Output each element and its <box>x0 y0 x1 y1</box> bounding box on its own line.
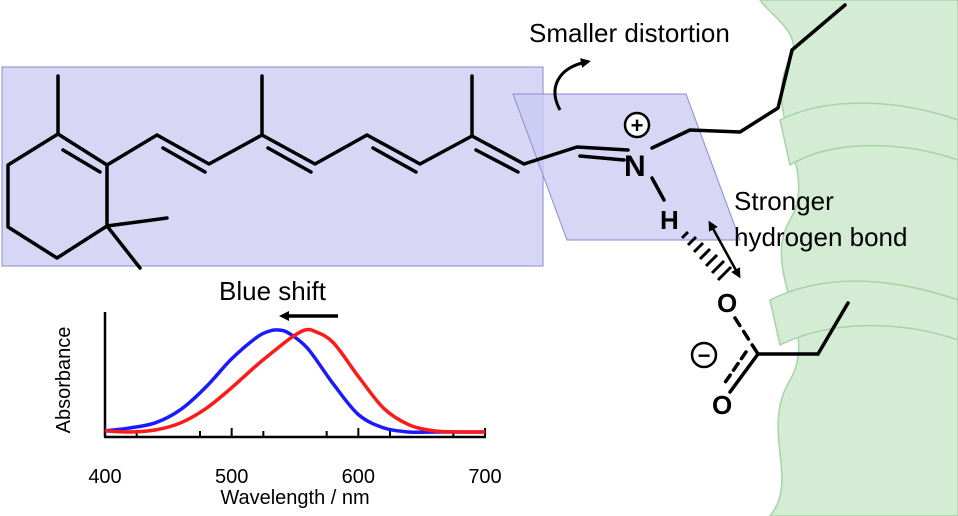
twist-curved-arrow <box>553 58 591 111</box>
hydrogen-bond-label: hydrogen bond <box>734 222 907 252</box>
chain-plane <box>1 66 544 267</box>
stronger-label: Stronger <box>734 186 834 216</box>
x-tick-label: 700 <box>468 466 501 488</box>
svg-text:−: − <box>698 343 711 368</box>
blue-shift-label: Blue shift <box>219 276 327 306</box>
negative-charge: − <box>690 341 718 369</box>
x-tick-label: 600 <box>342 466 375 488</box>
hbond-double-arrow <box>708 220 741 279</box>
positive-charge: + <box>623 111 651 139</box>
x-tick-label: 400 <box>88 466 121 488</box>
oxygen-top-label: O <box>717 288 737 318</box>
carboxylate <box>722 301 850 394</box>
smaller-distortion-label: Smaller distortion <box>529 18 730 48</box>
x-tick-label: 500 <box>215 466 248 488</box>
x-axis-label: Wavelength / nm <box>220 487 369 509</box>
x-major-ticks: 400 500 600 700 <box>88 428 502 488</box>
svg-text:+: + <box>631 113 644 138</box>
red-spectrum-line <box>104 327 486 434</box>
protein-helix <box>759 0 958 516</box>
oxygen-bottom-label: O <box>712 390 732 420</box>
nitrogen-label: N <box>624 150 646 183</box>
y-axis-label: Absorbance <box>53 327 75 434</box>
blue-spectrum-line <box>104 328 485 435</box>
hydrogen-label: H <box>660 205 679 235</box>
retinal-skeleton <box>6 3 847 270</box>
